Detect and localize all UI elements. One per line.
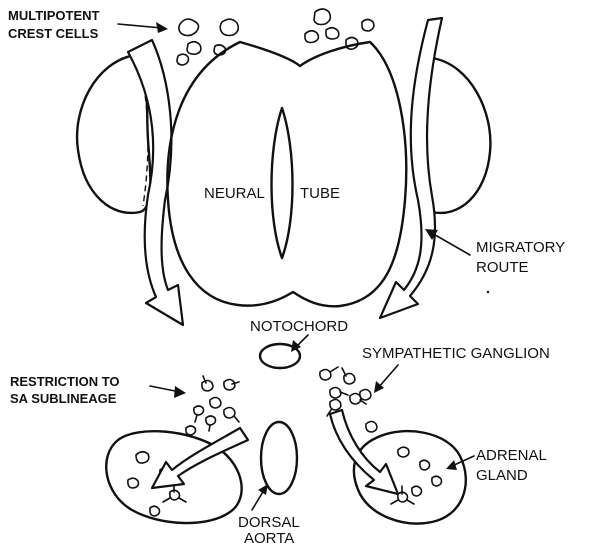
- adrenal-cell: [412, 486, 422, 496]
- dorsal-label-line2: AORTA: [244, 530, 294, 544]
- right-adrenal-arrow: [330, 410, 398, 494]
- migratory-label-line1: MIGRATORY: [476, 239, 565, 256]
- left-migratory-arrow: [128, 40, 183, 325]
- ganglion-cell: [210, 398, 221, 409]
- sympathetic-ganglion-cells: [320, 367, 377, 432]
- ganglion-cell: [342, 368, 355, 384]
- crest-cell: [314, 9, 330, 25]
- tube-label: TUBE: [300, 185, 340, 202]
- adrenal-cell: [432, 476, 442, 486]
- neural-tube: [167, 42, 406, 306]
- ganglion-cell: [186, 426, 196, 435]
- right-migratory-arrow: [380, 18, 442, 318]
- sympathetic-label: SYMPATHETIC GANGLION: [362, 345, 550, 362]
- crest-cells-group: [177, 9, 374, 65]
- right-somite: [422, 58, 491, 213]
- neural-tube-lumen: [272, 108, 293, 258]
- adrenal-cell: [150, 506, 160, 516]
- multipotent-pointer-arrow: [118, 22, 168, 33]
- crest-cell: [326, 28, 339, 39]
- ganglion-cell: [360, 390, 371, 401]
- dorsal-label-line1: DORSAL: [238, 514, 300, 531]
- dorsal-aorta-pointer-arrow: [252, 484, 268, 510]
- adrenal-cell: [420, 460, 430, 470]
- notochord-label: NOTOCHORD: [250, 318, 348, 335]
- restriction-pointer-arrow: [150, 386, 186, 398]
- crest-cell: [220, 19, 238, 35]
- notochord-pointer-arrow: [291, 335, 308, 352]
- multipotent-label-line2: CREST CELLS: [8, 26, 99, 41]
- neural-label: NEURAL: [204, 185, 265, 202]
- crest-cell: [187, 42, 201, 54]
- crest-cell: [305, 31, 318, 43]
- ganglion-cell: [366, 422, 377, 433]
- adrenal-cell: [136, 452, 149, 463]
- multipotent-label-line1: MULTIPOTENT: [8, 8, 100, 23]
- restriction-label-line1: RESTRICTION TO: [10, 374, 120, 389]
- migratory-label-line2: ROUTE: [476, 259, 529, 276]
- ganglion-cell: [206, 416, 216, 431]
- adrenal-label-line1: ADRENAL: [476, 447, 547, 464]
- adrenal-label-line2: GLAND: [476, 467, 528, 484]
- ganglion-cell: [330, 388, 348, 399]
- ganglion-cell: [194, 406, 204, 422]
- ganglion-cell: [224, 408, 239, 423]
- left-adrenal-arrow: [152, 428, 248, 488]
- restriction-label-line2: SA SUBLINEAGE: [10, 391, 117, 406]
- adrenal-cell: [128, 478, 139, 488]
- speck: [487, 291, 489, 293]
- adrenal-cell: [398, 447, 409, 457]
- ganglion-cell: [224, 380, 239, 391]
- dorsal-aorta: [261, 422, 297, 494]
- crest-cell: [362, 20, 374, 32]
- ganglion-cell: [350, 394, 366, 405]
- crest-cell: [179, 19, 199, 36]
- ganglion-cell: [202, 376, 213, 391]
- crest-cell: [177, 54, 188, 65]
- sympathetic-pointer-arrow: [374, 365, 398, 393]
- ganglion-cell: [320, 367, 338, 380]
- sa-sublineage-cells: [186, 376, 239, 435]
